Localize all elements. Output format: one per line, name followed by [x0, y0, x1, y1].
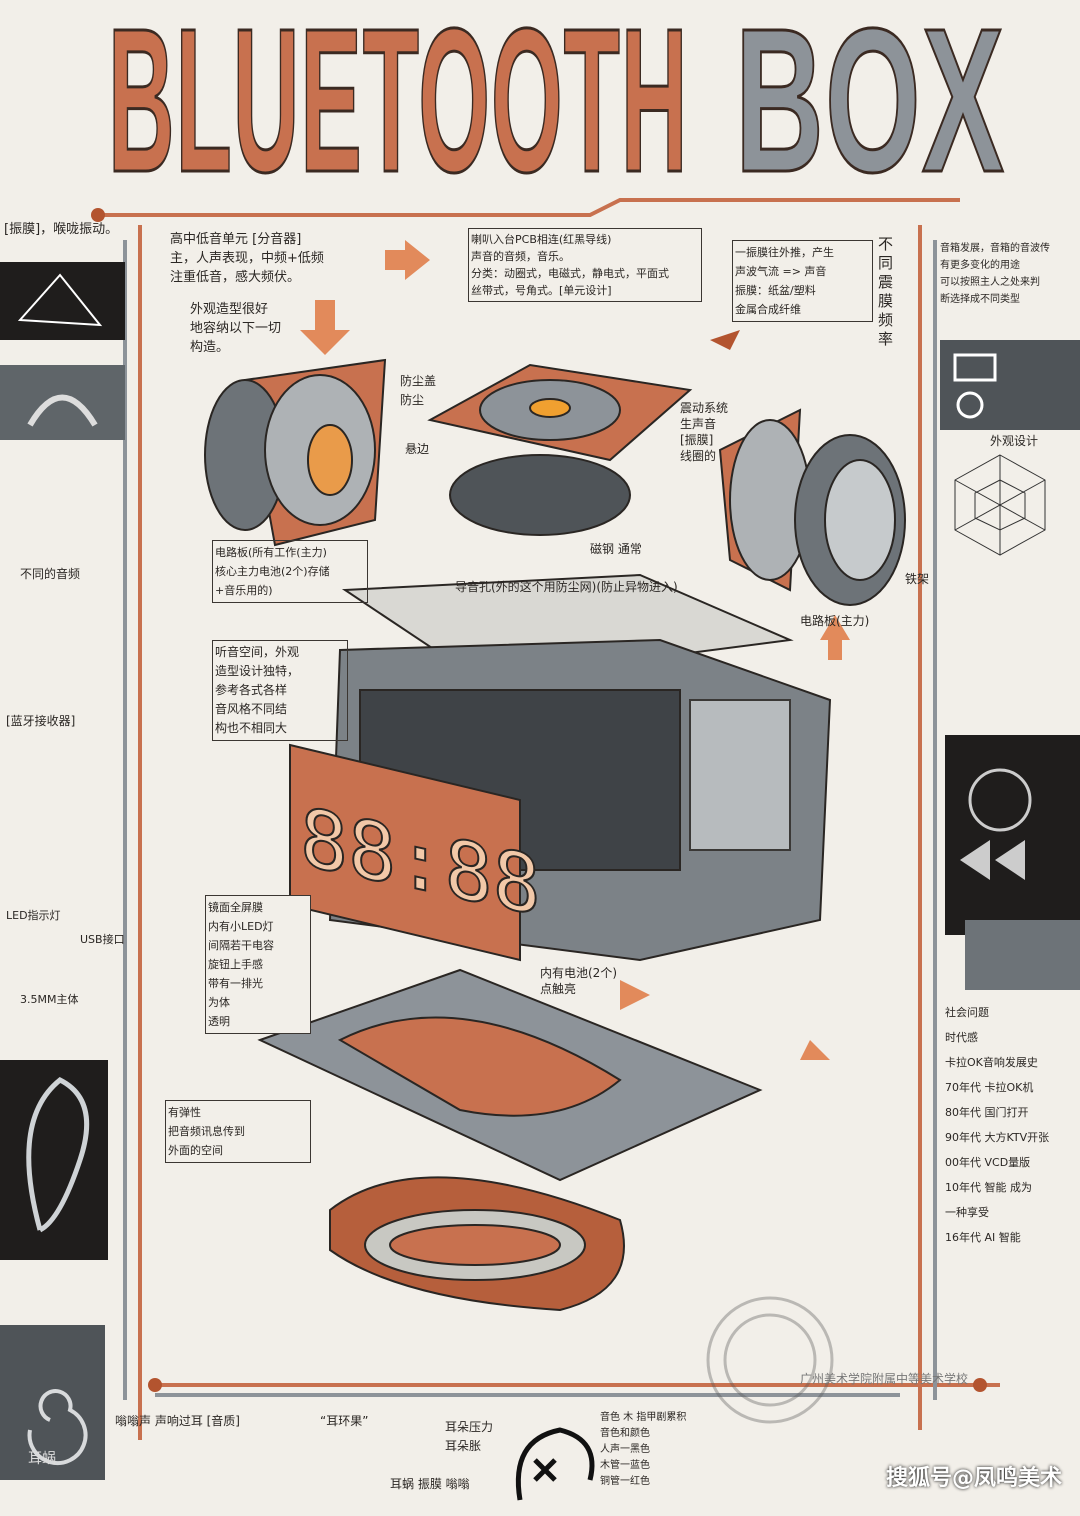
- note-frequency: 不同震膜频率: [878, 235, 894, 348]
- ear-icon: [515, 1427, 595, 1501]
- ear-panel: [0, 1060, 108, 1260]
- watermark: 搜狐号@凤鸣美术: [885, 1466, 1062, 1491]
- label-soundhole: 导音孔(外的这个用防尘网)(防止异物进入): [455, 580, 678, 594]
- speaker-left: [204, 358, 387, 547]
- label-magnet: 磁钢 通常: [590, 542, 642, 556]
- radar-chart: [954, 454, 1046, 556]
- label-frame: 铁架: [905, 572, 930, 586]
- title-box: BOX: [734, 0, 1006, 215]
- note-buzz: 嗡嗡声 声响过耳 [音质]: [115, 1414, 240, 1428]
- note-mirror: 镜面全屏膜 内有小LED灯 间隔若干电容 旋钮上手感 带有一排光 为体 透明: [205, 895, 311, 1034]
- label-usb: USB接口: [80, 933, 125, 946]
- note-color: 音色 木 指甲剧累积 音色和颜色 人声一黑色 木管一蓝色 铜管一红色: [600, 1412, 687, 1487]
- cochlea-panel: [0, 1325, 105, 1480]
- label-circuit-main: 电路板(主力): [800, 614, 870, 628]
- speaker-base: [257, 968, 763, 1312]
- circuit-line: [95, 198, 960, 217]
- panel-dark: [0, 262, 125, 340]
- note-vibration: 一振膜往外推，产生 声波气流 => 声音 振膜：纸盆/塑料 金属合成纤维: [732, 240, 873, 322]
- note-ear-vibration: 耳蜗 振膜 嗡嗡: [390, 1477, 470, 1491]
- note-right-top: 音箱发展，音箱的音波传 有更多变化的用途 可以按照主人之处来判 断选择成不同类型: [940, 243, 1050, 305]
- note-social: 社会问题 时代感 卡拉OK音响发展史 70年代 卡拉OK机 80年代 国门打开 …: [945, 1006, 1050, 1244]
- label-exterior-design: 外观设计: [990, 434, 1039, 448]
- arrows: [300, 240, 850, 1060]
- label-receiver: [蓝牙接收器]: [6, 714, 76, 728]
- note-acoustic: 听音空间，外观 造型设计独特， 参考各式各样 音风格不同结 构也不相同大: [212, 640, 348, 741]
- note-pressure: 耳朵压力 耳朵胀: [445, 1420, 494, 1453]
- label-surround: 悬边: [405, 442, 430, 456]
- label-voicecoil: 震动系统 生声音 [振膜] 线圈的: [680, 401, 729, 463]
- switch-panel: [945, 735, 1080, 935]
- note-pcb: 喇叭入台PCB相连(红黑导线) 声音的音频，音乐。 分类：动圈式，电磁式，静电式…: [468, 228, 702, 302]
- led-display: 88:88: [289, 743, 542, 962]
- seal: [706, 1296, 834, 1424]
- note-exterior: 外观造型很好 地容纳以下一切 构造。: [190, 302, 282, 355]
- seal-text: 广州美术学院附属中等美术学校: [800, 1372, 969, 1386]
- note-circuit: 电路板(所有工作(主力) 核心主力电池(2个)存储 +音乐用的): [212, 540, 368, 603]
- title-bluetooth: BLUETOOTH: [107, 0, 689, 215]
- label-frequency: 不同的音频: [20, 567, 81, 581]
- panel-gray: [0, 365, 125, 440]
- speaker-center: [427, 363, 693, 536]
- speaker-right: [718, 408, 906, 606]
- note-earring: “耳环果”: [320, 1414, 369, 1428]
- note-elastic: 有弹性 把音频讯息传到 外面的空间: [165, 1100, 311, 1163]
- label-dustcap: 防尘盖 防尘: [400, 374, 437, 407]
- panel-gray-right2: [965, 920, 1080, 990]
- label-cochlea: 耳蜗: [28, 1451, 56, 1467]
- note-units: 高中低音单元 [分音器] 主，人声表现，中频+低频 注重低音，感大频伏。: [170, 232, 324, 285]
- label-led: LED指示灯: [6, 909, 61, 922]
- label-jack: 3.5MM主体: [20, 993, 79, 1006]
- note-diaphragm: [振膜]，喉咙振动。: [4, 222, 119, 237]
- label-battery: 内有电池(2个) 点触亮: [540, 966, 617, 996]
